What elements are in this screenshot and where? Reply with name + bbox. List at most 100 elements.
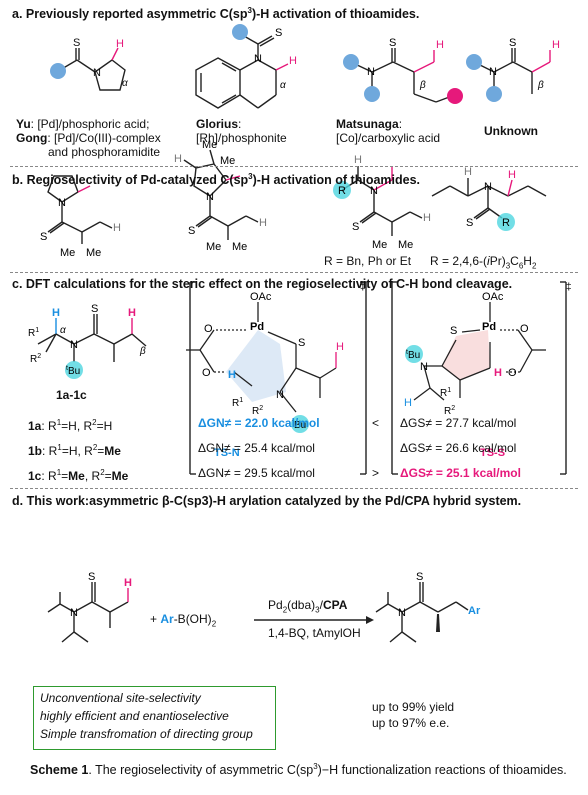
glorius-label: Glorius:	[196, 117, 242, 131]
highlights-box: Unconventional site-selectivity highly e…	[33, 686, 276, 750]
glorius-line2: [Rh]/phosphonite	[196, 131, 287, 145]
svg-text:H: H	[52, 307, 60, 319]
svg-text:tBu: tBu	[292, 419, 306, 431]
dg-s-1b: ΔGS≠ = 26.6 kcal/mol	[400, 441, 517, 455]
scheme-caption: Scheme 1. The regioselectivity of asymme…	[30, 762, 567, 778]
svg-text:O: O	[520, 323, 529, 335]
svg-text:O: O	[202, 367, 211, 379]
svg-text:H: H	[436, 39, 444, 51]
svg-text:H: H	[128, 307, 136, 319]
svg-text:S: S	[275, 27, 282, 39]
condition-top: Pd2(dba)3/CPA	[268, 598, 348, 615]
svg-text:H: H	[494, 367, 502, 379]
yield-label: up to 99% yield	[372, 700, 455, 714]
reagent-label: + Ar-B(OH)2	[150, 612, 217, 629]
yu-label: Yu: [Pd]/phosphoric acid;	[16, 117, 150, 131]
highlight-1: Unconventional site-selectivity	[40, 691, 201, 705]
condition-bottom: 1,4-BQ, tAmylOH	[268, 626, 361, 640]
svg-text:‡: ‡	[360, 282, 366, 293]
svg-text:S: S	[352, 221, 359, 233]
svg-text:Ar: Ar	[468, 605, 481, 617]
svg-text:OAc: OAc	[250, 291, 272, 303]
divider-cd	[10, 488, 578, 489]
svg-text:R2: R2	[252, 405, 263, 417]
svg-text:N: N	[254, 53, 262, 65]
svg-text:Me: Me	[398, 239, 413, 251]
matsunaga-line2: [Co]/carboxylic acid	[336, 131, 441, 145]
svg-text:α: α	[60, 325, 66, 336]
svg-text:H: H	[423, 212, 431, 224]
unknown-label: Unknown	[484, 124, 538, 138]
svg-text:R: R	[502, 217, 510, 229]
svg-text:Me: Me	[202, 139, 217, 151]
section-d-title: d. This work:asymmetric β-C(sp3)-H aryla…	[12, 494, 522, 508]
svg-text:‡: ‡	[566, 282, 572, 293]
dg-n-1a: ΔGN≠ = 22.0 kcal/mol	[198, 416, 320, 430]
op-1a: <	[372, 416, 380, 430]
svg-text:N: N	[206, 191, 214, 203]
highlight-3: Simple transfromation of directing group	[40, 727, 253, 741]
section-c-title: c. DFT calculations for the steric effec…	[12, 277, 513, 291]
svg-text:Pd: Pd	[250, 321, 264, 333]
svg-text:H: H	[404, 397, 412, 409]
op-1c: >	[372, 466, 380, 480]
svg-text:N: N	[420, 361, 428, 373]
svg-text:N: N	[70, 339, 78, 351]
dg-n-1b: ΔGN≠ = 25.4 kcal/mol	[198, 441, 315, 455]
dg-n-1c: ΔGN≠ = 29.5 kcal/mol	[198, 466, 315, 480]
svg-text:Pd: Pd	[482, 321, 496, 333]
svg-text:tBu: tBu	[406, 349, 420, 361]
svg-text:H: H	[289, 55, 297, 67]
atom-s: S	[73, 37, 80, 49]
svg-text:β: β	[419, 80, 426, 91]
svg-text:S: S	[450, 325, 457, 337]
svg-text:S: S	[509, 37, 516, 49]
svg-text:Me: Me	[60, 247, 75, 259]
section-b-title: b. Regioselectivity of Pd-catalyzed C(sp…	[12, 172, 421, 188]
svg-text:Me: Me	[206, 241, 221, 253]
svg-text:H: H	[113, 222, 121, 234]
svg-text:H: H	[174, 153, 182, 165]
svg-text:TS-S: TS-S	[480, 447, 505, 459]
svg-text:R2: R2	[444, 405, 455, 417]
divider-bc	[10, 272, 578, 273]
svg-text:α: α	[280, 80, 286, 91]
dg-s-1c: ΔGS≠ = 25.1 kcal/mol	[400, 466, 521, 480]
svg-text:S: S	[466, 217, 473, 229]
svg-text:H: H	[228, 369, 236, 381]
svg-text:H: H	[116, 38, 124, 50]
svg-text:N: N	[93, 67, 101, 79]
svg-text:α: α	[122, 78, 128, 89]
ee-label: up to 97% e.e.	[372, 716, 450, 730]
row-1b: 1b: R1=H, R2=Me	[28, 443, 121, 458]
r-label-b4: R = 2,4,6-(iPr)3C6H2	[430, 254, 537, 271]
svg-text:β: β	[139, 346, 146, 357]
svg-text:S: S	[389, 37, 396, 49]
svg-text:N: N	[367, 66, 375, 78]
svg-text:R1: R1	[440, 387, 451, 399]
svg-text:R2: R2	[30, 353, 41, 365]
row-1a: 1a: R1=H, R2=H	[28, 418, 113, 433]
svg-text:H: H	[508, 169, 516, 181]
svg-text:TS-N: TS-N	[214, 447, 240, 459]
svg-text:H: H	[354, 154, 362, 166]
svg-text:tBu: tBu	[66, 365, 80, 377]
svg-text:S: S	[416, 571, 423, 583]
svg-text:N: N	[276, 389, 284, 401]
svg-text:S: S	[88, 571, 95, 583]
svg-text:H: H	[464, 166, 472, 178]
svg-text:N: N	[489, 66, 497, 78]
gong-line2: and phosphoramidite	[48, 145, 161, 159]
svg-text:N: N	[484, 181, 492, 193]
svg-text:OAc: OAc	[482, 291, 504, 303]
svg-text:Me: Me	[232, 241, 247, 253]
svg-text:N: N	[370, 185, 378, 197]
divider-ab	[10, 166, 578, 167]
svg-text:S: S	[188, 225, 195, 237]
svg-text:N: N	[398, 607, 406, 619]
r-label-b3: R = Bn, Ph or Et	[324, 254, 412, 268]
section-a-title: a. Previously reported asymmetric C(sp3)…	[12, 6, 420, 22]
svg-text:O: O	[204, 323, 213, 335]
svg-text:O: O	[508, 367, 517, 379]
